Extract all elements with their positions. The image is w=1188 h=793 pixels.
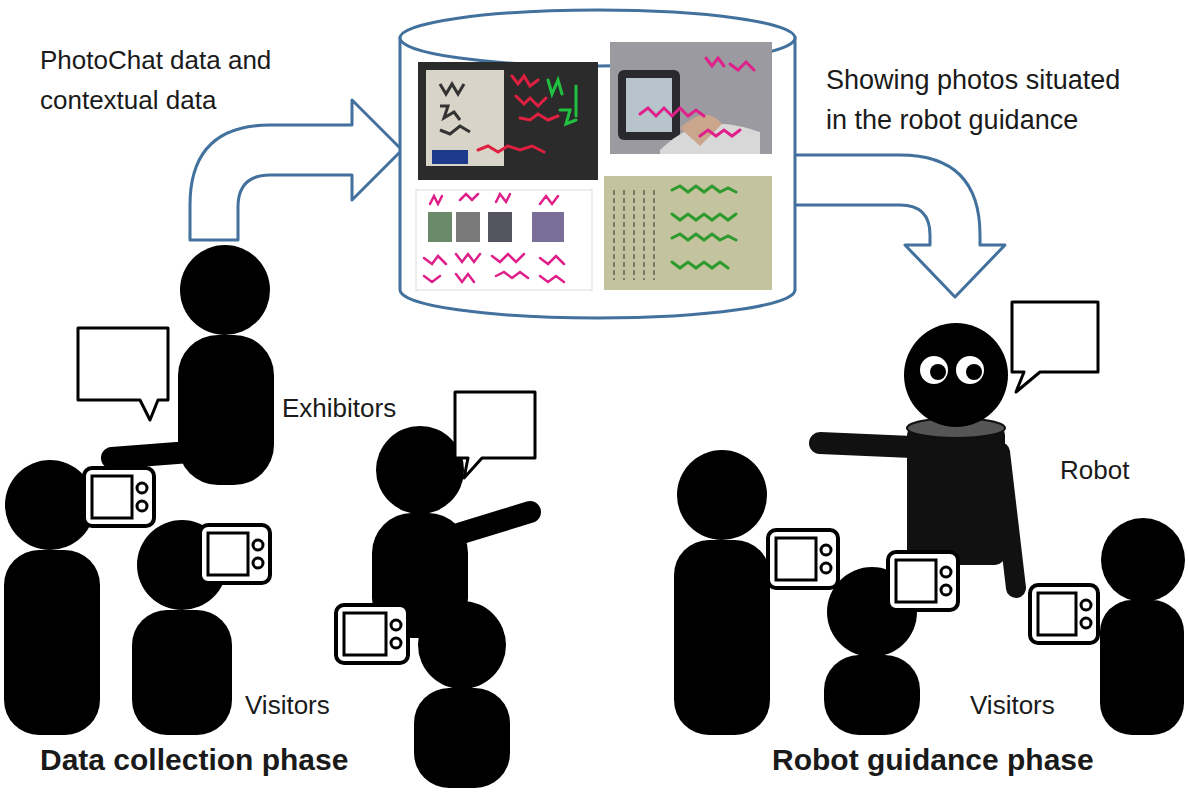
cover-writing (440, 84, 470, 134)
head-silhouette (1101, 518, 1185, 602)
device-frame (336, 605, 408, 663)
head-silhouette (180, 245, 270, 335)
device-button (941, 567, 951, 577)
magenta-scribble (640, 58, 754, 136)
robot-head (904, 323, 1008, 427)
tablet-screen (626, 78, 672, 132)
red-scribble (478, 76, 558, 152)
mini-photo (428, 212, 452, 242)
speech-bubble (1012, 302, 1098, 392)
body-silhouette (132, 610, 232, 735)
device-screen (1038, 593, 1076, 635)
device-button (1081, 600, 1091, 610)
handheld-device (888, 552, 958, 610)
arrow-label: Showing photos situated in the robot gui… (826, 60, 1138, 140)
robot-eye (955, 355, 985, 385)
robot-pupil (966, 364, 982, 380)
handheld-device (200, 525, 270, 583)
body-silhouette (824, 655, 920, 735)
device-frame (84, 468, 154, 526)
photo-thumbnail (418, 62, 598, 180)
book-cover (426, 70, 504, 166)
phase-caption: Robot guidance phase (772, 742, 1094, 778)
photo-thumbnail (604, 176, 772, 290)
device-screen (208, 533, 248, 575)
arm-silhouette (455, 512, 530, 535)
handheld-device (336, 605, 408, 663)
visitor-figure (414, 601, 510, 788)
hand (680, 115, 722, 146)
magenta-scribble (424, 194, 564, 282)
photo-thumbnail (416, 190, 592, 290)
green-scribble (548, 80, 576, 124)
device-button (253, 558, 263, 568)
group-label: Exhibitors (282, 393, 396, 423)
photo-ground (604, 176, 772, 290)
device-button (391, 620, 401, 630)
download-arrow (780, 155, 1005, 297)
arm-silhouette (112, 452, 190, 458)
device-button (941, 585, 951, 595)
device-frame (1030, 585, 1098, 643)
head-silhouette (5, 460, 95, 550)
tablet (618, 70, 680, 140)
robot-figure (820, 323, 1016, 588)
visitor-figure (674, 450, 770, 735)
phase-caption: Data collection phase (40, 742, 348, 778)
device-frame (768, 530, 838, 588)
device-screen (896, 560, 936, 602)
robot-label: Robot (1060, 455, 1129, 485)
device-frame (200, 525, 270, 583)
device-screen (344, 613, 386, 655)
book-band (432, 150, 468, 164)
device-button (253, 540, 263, 550)
device-frame (888, 552, 958, 610)
body-silhouette (1100, 600, 1184, 735)
arrow-label: PhotoChat data and contextual data (40, 40, 325, 120)
device-button (1081, 618, 1091, 628)
mini-photo (456, 212, 480, 242)
mini-photo (488, 212, 512, 242)
mini-photo (532, 212, 564, 242)
body-silhouette (414, 688, 510, 788)
photo-ground (418, 62, 598, 180)
handheld-device (1030, 585, 1098, 643)
photo-ground (416, 190, 592, 290)
body-silhouette (4, 550, 100, 735)
photo-ground (610, 42, 772, 154)
upload-arrow (190, 100, 402, 240)
cylinder-body (400, 38, 795, 318)
printed-lines (614, 190, 654, 280)
robot-pupil (930, 364, 946, 380)
database-cylinder (400, 10, 795, 318)
head-silhouette (677, 450, 767, 540)
device-button (821, 545, 831, 555)
handheld-device (768, 530, 838, 588)
robot-arm (820, 443, 912, 447)
device-button (821, 563, 831, 573)
visitor-figure (1100, 518, 1185, 735)
green-scribble (672, 186, 736, 268)
group-label: Visitors (970, 690, 1055, 720)
device-screen (776, 538, 816, 580)
device-button (391, 638, 401, 648)
handheld-device (84, 468, 154, 526)
device-button (137, 483, 147, 493)
robot-eye (919, 355, 949, 385)
device-button (137, 501, 147, 511)
photo-thumbnail (610, 42, 772, 154)
head-silhouette (376, 426, 464, 514)
device-screen (92, 476, 132, 518)
head-silhouette (418, 601, 506, 689)
group-label: Visitors (245, 690, 330, 720)
speech-bubble (78, 328, 168, 420)
robot-body (907, 425, 1005, 565)
body-silhouette (674, 540, 770, 735)
speech-bubble (455, 392, 535, 478)
